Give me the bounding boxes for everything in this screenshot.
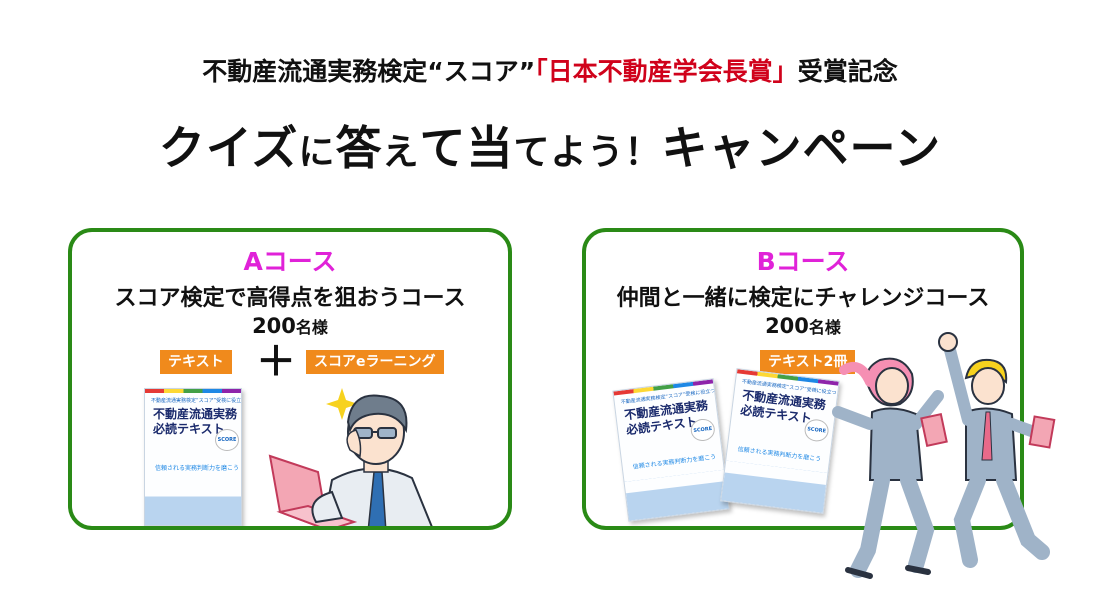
campaign-part-5: て [419, 121, 467, 175]
campaign-part-4: え [382, 132, 420, 173]
book-subtitle: 信頼される実務判断力を磨こう [632, 453, 717, 471]
headline-suffix: 受賞記念 [797, 57, 898, 86]
campaign-title: クイズに答えて当てよう！キャンペーン [0, 112, 1100, 178]
cover-stripe [145, 389, 241, 393]
book-title-line-2: 必読テキスト [153, 422, 225, 436]
book-subtitle: 信頼される実務判断力を磨こう [155, 465, 240, 472]
course-a-count-number: 200 [252, 314, 296, 338]
text-2-books-tag: テキスト2冊 [760, 350, 856, 374]
course-a-card: Aコース スコア検定で高得点を狙おうコース 200名様 テキスト ＋ スコアeラ… [68, 228, 512, 530]
book-small-title: 不動産流通実務検定“スコア”受検に役立つ [151, 398, 242, 404]
book-subtitle: 信頼される実務判断力を磨こう [737, 445, 822, 464]
campaign-part-2: に [298, 132, 336, 173]
campaign-part-1: クイズ [158, 121, 299, 175]
course-b-card: Bコース 仲間と一緒に検定にチャレンジコース 200名様 テキスト2冊 不動産流… [582, 228, 1024, 530]
score-badge-icon: SCORE [803, 417, 830, 443]
book-title-line-1: 不動産流通実務 [153, 407, 238, 421]
textbook-cover: 不動産流通実務検定“スコア”受検に役立つ 不動産流通実務 必読テキスト SCOR… [720, 368, 840, 514]
course-a-label: Aコース [243, 247, 337, 276]
course-a-count: 200名様 [72, 314, 508, 338]
course-a-description: スコア検定で高得点を狙おうコース [114, 286, 466, 311]
course-a-count-unit: 名様 [295, 318, 328, 337]
elearning-tag: スコアeラーニング [306, 350, 444, 374]
campaign-part-8: キャンペーン [661, 121, 942, 175]
textbook-cover: 不動産流通実務検定“スコア”受検に役立つ 不動産流通実務 必読テキスト SCOR… [612, 378, 730, 522]
textbook-cover: 不動産流通実務検定“スコア”受検に役立つ 不動産流通実務 必読テキスト SCOR… [144, 388, 242, 526]
city-skyline-icon [624, 469, 729, 521]
city-skyline-icon [721, 460, 828, 513]
course-b-label: Bコース [756, 247, 850, 276]
course-b-count-number: 200 [765, 314, 809, 338]
score-badge-icon: SCORE [689, 417, 717, 443]
campaign-part-6: 当 [466, 121, 514, 175]
running-woman-figure [832, 357, 948, 579]
course-b-count: 200名様 [586, 314, 1020, 338]
headline-award: 「日本不動産学会長賞」 [535, 57, 798, 86]
running-man-figure [938, 332, 1056, 568]
campaign-part-7: てよう！ [513, 132, 662, 173]
running-colleagues-illustration [832, 332, 1056, 579]
campaign-part-3: 答 [335, 121, 383, 175]
course-b-description: 仲間と一緒に検定にチャレンジコース [616, 286, 990, 311]
course-b-count-unit: 名様 [808, 318, 841, 337]
book-title: 不動産流通実務 必読テキスト [153, 407, 237, 437]
businessman-laptop-illustration [268, 388, 433, 526]
plus-sign: ＋ [256, 339, 296, 385]
city-skyline-icon [145, 484, 241, 525]
headline-prefix: 不動産流通実務検定“スコア” [202, 57, 536, 86]
score-badge-icon: SCORE [215, 429, 239, 451]
headline: 不動産流通実務検定“スコア”「日本不動産学会長賞」受賞記念 [0, 52, 1100, 88]
text-tag: テキスト [160, 350, 232, 374]
sparkle-icon [326, 388, 358, 420]
